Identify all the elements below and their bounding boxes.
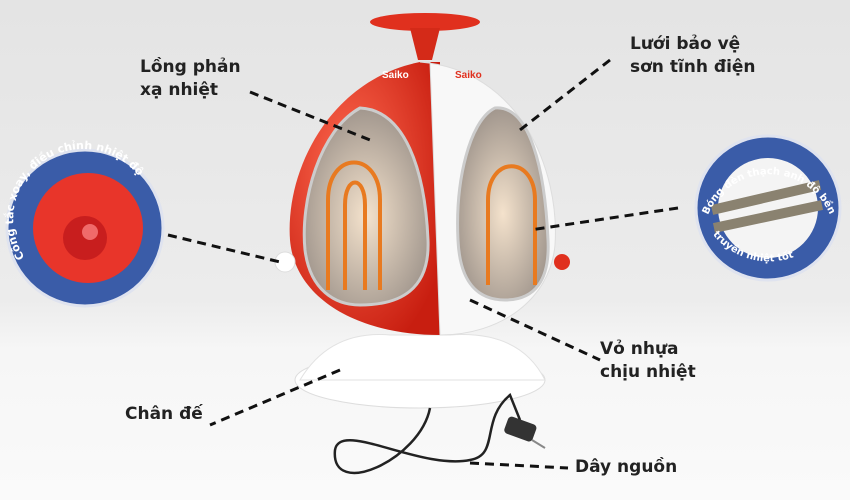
label-base: Chân đế bbox=[125, 404, 203, 424]
power-cord bbox=[333, 392, 522, 475]
heater-body: Saiko Saiko bbox=[274, 61, 570, 336]
label-body: Vỏ nhựa chịu nhiệt bbox=[600, 338, 696, 384]
plug-icon bbox=[504, 416, 546, 449]
label-body-line2: chịu nhiệt bbox=[600, 362, 696, 382]
label-cord: Dây nguồn bbox=[575, 457, 678, 477]
label-reflector: Lồng phản xạ nhiệt bbox=[140, 56, 241, 102]
switch-badge: Công tắc xoay, điều chỉnh nhiệt độ bbox=[3, 139, 165, 308]
label-reflector-line1: Lồng phản bbox=[140, 57, 241, 77]
top-handle bbox=[370, 13, 480, 60]
label-grille: Lưới bảo vệ sơn tĩnh điện bbox=[630, 33, 756, 79]
label-reflector-line2: xạ nhiệt bbox=[140, 80, 219, 100]
label-grille-line2: sơn tĩnh điện bbox=[630, 57, 756, 77]
label-body-line1: Vỏ nhựa bbox=[600, 339, 679, 359]
quartz-tube-icon bbox=[326, 160, 537, 290]
leader-lines bbox=[167, 58, 679, 470]
brand-logo: Saiko bbox=[382, 70, 409, 81]
label-grille-line1: Lưới bảo vệ bbox=[630, 34, 741, 54]
brand-logo-right: Saiko bbox=[455, 70, 482, 81]
